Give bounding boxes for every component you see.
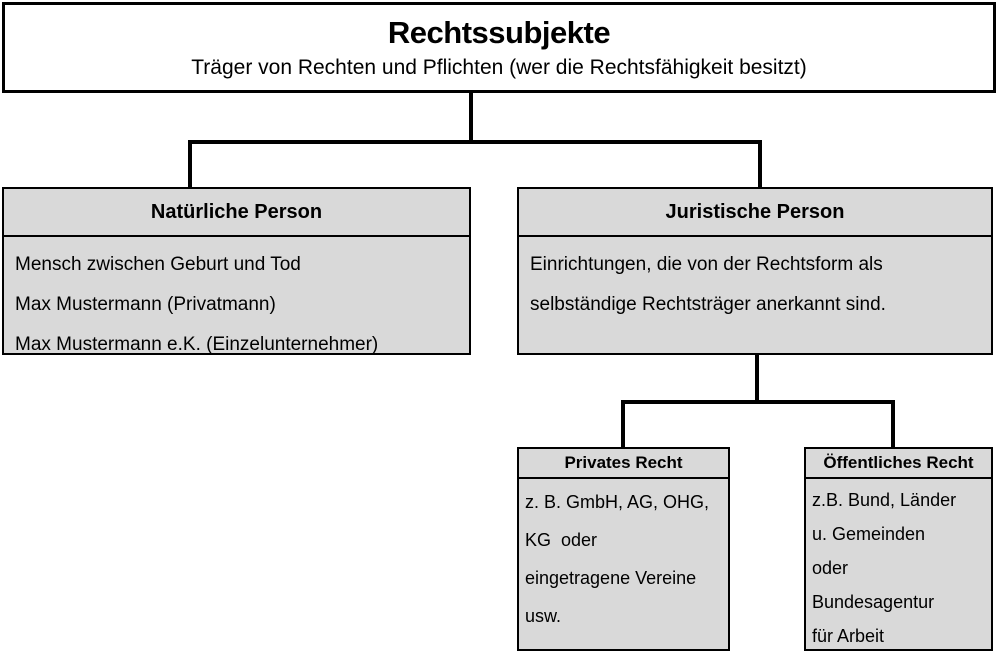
legal-person-box: Juristische Person Einrichtungen, die vo…: [517, 187, 993, 355]
legal-person-header: Juristische Person: [519, 189, 991, 237]
connector-drop-legal: [758, 140, 762, 187]
legal-person-line: selbständige Rechtsträger anerkannt sind…: [530, 294, 886, 315]
connector-level1-crossbar: [188, 140, 762, 144]
public-law-line: Bundesagentur: [812, 592, 935, 612]
public-law-line: für Arbeit: [812, 626, 885, 646]
public-law-body: z.B. Bund, Länder u. Gemeinden oder Bund…: [806, 479, 991, 653]
natural-person-header: Natürliche Person: [4, 189, 469, 237]
diagram-subtitle: Träger von Rechten und Pflichten (wer di…: [191, 55, 807, 79]
natural-person-line: Mensch zwischen Geburt und Tod: [15, 254, 301, 275]
diagram-title: Rechtssubjekte: [387, 14, 611, 50]
root-node-box: Rechtssubjekte Träger von Rechten und Pf…: [2, 2, 996, 93]
connector-drop-public-law: [891, 400, 895, 448]
connector-level2-crossbar: [621, 400, 895, 404]
connector-drop-natural: [188, 140, 192, 187]
private-law-box: Privates Recht z. B. GmbH, AG, OHG, KG o…: [517, 447, 730, 651]
public-law-line: u. Gemeinden: [812, 524, 926, 544]
private-law-line: usw.: [525, 606, 562, 626]
connector-root-stem: [469, 93, 473, 144]
private-law-line: eingetragene Vereine: [525, 568, 697, 588]
public-law-line: oder: [812, 558, 849, 578]
public-law-header: Öffentliches Recht: [806, 449, 991, 479]
natural-person-box: Natürliche Person Mensch zwischen Geburt…: [2, 187, 471, 355]
legal-person-body: Einrichtungen, die von der Rechtsform al…: [519, 237, 991, 325]
natural-person-line: Max Mustermann e.K. (Einzelunternehmer): [15, 334, 379, 355]
connector-legal-stem: [755, 355, 759, 404]
public-law-box: Öffentliches Recht z.B. Bund, Länder u. …: [804, 447, 993, 651]
private-law-body: z. B. GmbH, AG, OHG, KG oder eingetragen…: [519, 479, 728, 635]
legal-person-line: Einrichtungen, die von der Rechtsform al…: [530, 254, 883, 275]
private-law-header: Privates Recht: [519, 449, 728, 479]
private-law-line: KG oder: [525, 530, 598, 550]
natural-person-body: Mensch zwischen Geburt und Tod Max Muste…: [4, 237, 469, 365]
natural-person-line: Max Mustermann (Privatmann): [15, 294, 276, 315]
connector-drop-private-law: [621, 400, 625, 448]
private-law-line: z. B. GmbH, AG, OHG,: [525, 492, 710, 512]
public-law-line: z.B. Bund, Länder: [812, 490, 957, 510]
